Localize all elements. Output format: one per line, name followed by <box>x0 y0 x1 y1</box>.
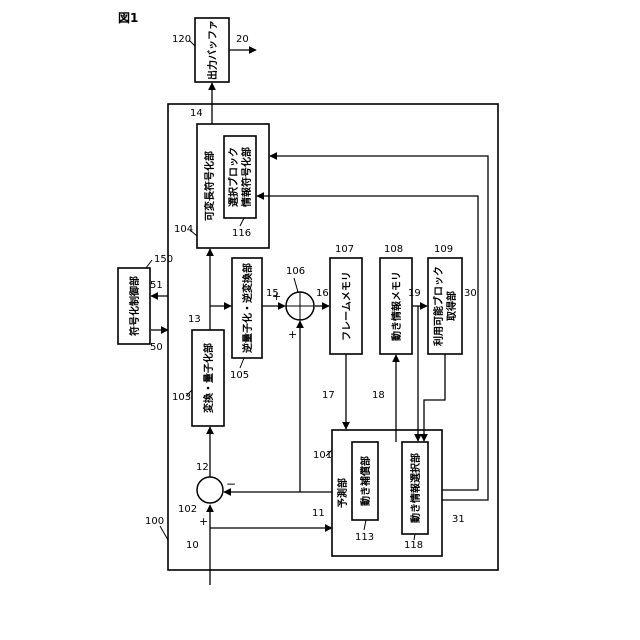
signal-51: 51 <box>150 280 163 291</box>
signal-11: 11 <box>312 508 325 519</box>
signal-30: 30 <box>464 288 477 299</box>
inverse-quant-block: 逆量子化・逆変換部 <box>232 258 262 358</box>
signal-10: 10 <box>186 540 199 551</box>
subtractor-minus: − <box>226 477 236 491</box>
encoding-control-label: 符号化制御部 <box>128 276 141 336</box>
frame-memory-block: フレームメモリ <box>330 258 362 354</box>
inverse-quant-label: 逆量子化・逆変換部 <box>241 263 254 353</box>
motion-comp-ref: 113 <box>355 532 374 543</box>
motion-select-ref: 118 <box>404 540 423 551</box>
inverse-quant-ref: 105 <box>230 370 249 381</box>
adder-plus-2: + <box>288 328 297 341</box>
vlc-ref: 104 <box>174 224 193 235</box>
subtractor-node <box>197 477 223 503</box>
signal-12: 12 <box>196 462 209 473</box>
motion-info-memory-block: 動き情報メモリ <box>380 258 412 354</box>
motion-select-label: 動き情報選択部 <box>409 453 422 523</box>
signal-14: 14 <box>190 108 203 119</box>
signal-20: 20 <box>236 34 249 45</box>
signal-18: 18 <box>372 390 385 401</box>
transform-quant-label: 変換・量子化部 <box>202 343 215 413</box>
output-buffer-label: 出力バッファ <box>206 20 219 80</box>
encoding-control-ref: 150 <box>154 254 173 265</box>
available-block-label-1: 利用可能ブロック <box>432 266 445 346</box>
available-block-ref: 109 <box>434 244 453 255</box>
adder-ref: 106 <box>286 266 305 277</box>
available-block-label-2: 取得部 <box>445 291 458 321</box>
signal-17: 17 <box>322 390 335 401</box>
selected-block-encoder-ref: 116 <box>232 228 251 239</box>
selected-block-encoder-label-2: 情報符号化部 <box>240 147 253 207</box>
figure-label: 図1 <box>118 11 138 25</box>
output-buffer-ref: 120 <box>172 34 191 45</box>
device-ref: 100 <box>145 516 164 527</box>
available-block-block: 利用可能ブロック 取得部 <box>428 258 462 354</box>
signal-16: 16 <box>316 288 329 299</box>
motion-comp-label: 動き補償部 <box>359 456 372 506</box>
signal-13: 13 <box>188 314 201 325</box>
output-buffer-block: 出力バッファ <box>195 18 229 82</box>
frame-memory-ref: 107 <box>335 244 354 255</box>
prediction-ref: 101 <box>313 450 332 461</box>
transform-quant-block: 変換・量子化部 <box>192 330 224 426</box>
signal-19: 19 <box>408 288 421 299</box>
prediction-label: 予測部 <box>336 478 349 508</box>
subtractor-plus: + <box>199 515 208 528</box>
motion-select-block: 動き情報選択部 <box>402 442 428 534</box>
motion-info-memory-ref: 108 <box>384 244 403 255</box>
signal-50: 50 <box>150 342 163 353</box>
motion-comp-block: 動き補償部 <box>352 442 378 520</box>
motion-info-memory-label: 動き情報メモリ <box>390 271 403 341</box>
frame-memory-label: フレームメモリ <box>341 271 353 341</box>
subtractor-ref: 102 <box>178 504 197 515</box>
adder-node <box>286 292 314 320</box>
vlc-label: 可変長符号化部 <box>203 151 216 221</box>
selected-block-encoder-label-1: 選択ブロック <box>227 147 240 207</box>
encoding-control-block: 符号化制御部 <box>118 268 150 344</box>
selected-block-encoder-block: 選択ブロック 情報符号化部 <box>224 136 256 218</box>
signal-31: 31 <box>452 514 465 525</box>
signal-15: 15 <box>266 288 279 299</box>
